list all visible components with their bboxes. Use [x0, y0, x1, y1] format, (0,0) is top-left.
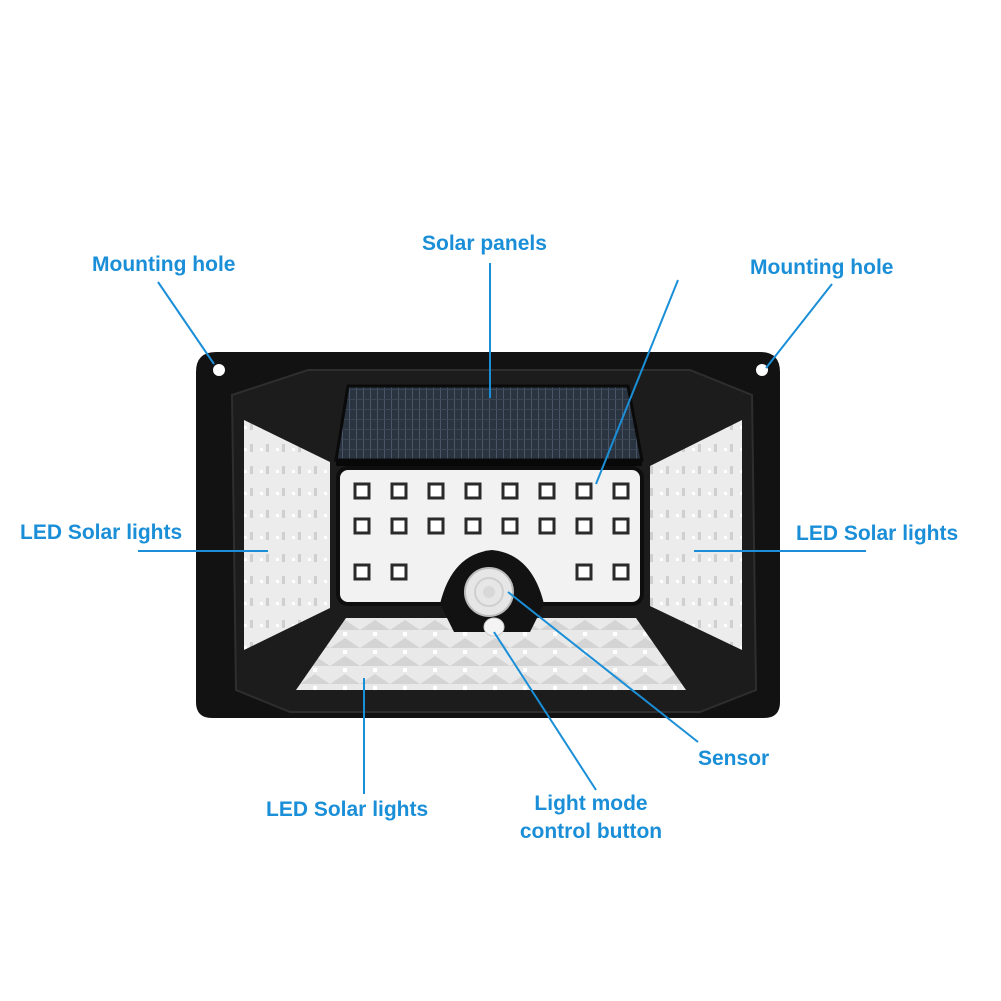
leader-sensor — [507, 591, 699, 743]
leader-led-front — [595, 279, 679, 485]
led-chip — [575, 517, 593, 535]
led-panel-bottom — [296, 618, 686, 690]
led-chip — [538, 482, 556, 500]
led-chip — [501, 517, 519, 535]
front-led-array — [353, 482, 630, 581]
leader-mounting-hole-right — [765, 283, 833, 369]
label-sensor: Sensor — [698, 747, 770, 770]
led-chip — [390, 517, 408, 535]
label-light-mode-line1: Light mode — [534, 792, 648, 815]
led-chip — [501, 482, 519, 500]
led-chip — [575, 563, 593, 581]
led-chip — [575, 482, 593, 500]
label-mounting-hole-right: Mounting hole — [750, 256, 894, 279]
led-chip — [353, 517, 371, 535]
light-mode-button-icon — [483, 617, 505, 637]
led-panel-right — [650, 420, 742, 650]
led-chip — [612, 482, 630, 500]
led-panel-left — [244, 420, 330, 650]
led-chip — [538, 517, 556, 535]
led-chip — [612, 563, 630, 581]
label-mounting-hole-left: Mounting hole — [92, 253, 236, 276]
led-chip — [390, 482, 408, 500]
label-light-mode-line2: control button — [519, 820, 663, 843]
led-chip — [464, 482, 482, 500]
mounting-hole-right-icon — [756, 364, 768, 376]
led-chip — [353, 563, 371, 581]
led-chip — [427, 482, 445, 500]
led-chip — [464, 517, 482, 535]
label-led-right: LED Solar lights — [796, 522, 959, 545]
led-chip — [390, 563, 408, 581]
led-chip — [353, 482, 371, 500]
label-light-mode-control-button: Light mode control button — [488, 790, 694, 846]
mounting-hole-left-icon — [213, 364, 225, 376]
leader-mounting-hole-left — [157, 281, 215, 365]
led-chip — [612, 517, 630, 535]
label-led-left: LED Solar lights — [20, 521, 183, 544]
label-led-bottom: LED Solar lights — [266, 798, 429, 821]
led-chip — [427, 517, 445, 535]
label-solar-panels: Solar panels — [422, 232, 547, 255]
leader-light-mode — [493, 631, 597, 791]
